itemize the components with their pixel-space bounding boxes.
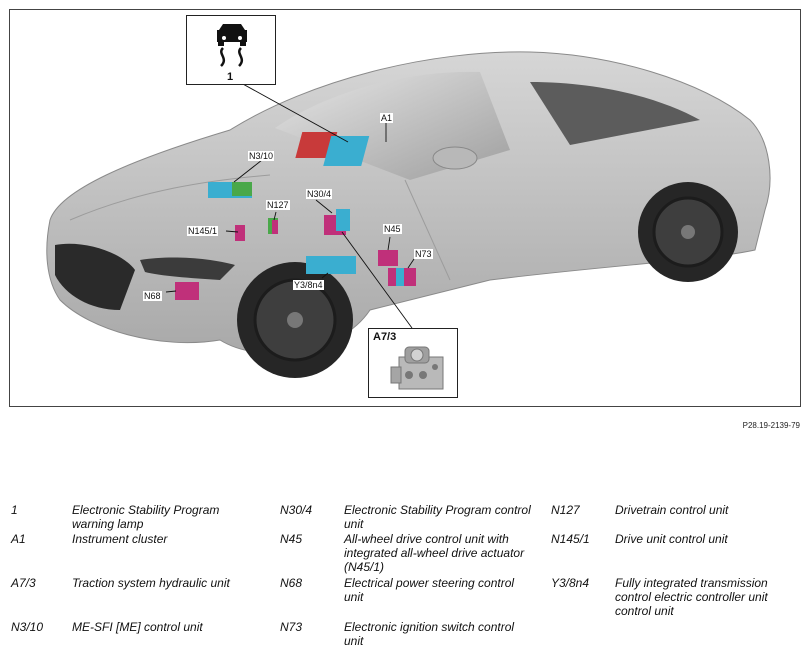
component-n68: [175, 282, 199, 300]
component-n45: [378, 250, 398, 266]
esp-skid-car-icon: [217, 24, 247, 67]
callout-n68: N68: [143, 291, 162, 301]
vehicle-figure: A1 N3/10 N30/4 N127 N145/1 N45 N73 N68 Y…: [9, 9, 801, 407]
car-illustration: [46, 51, 771, 378]
side-mirror: [432, 146, 478, 170]
legend-code: N127: [551, 503, 580, 517]
callout-n45: N45: [383, 224, 402, 234]
legend-code: 1: [11, 503, 18, 517]
callout-a1: A1: [380, 113, 394, 123]
component-n145-1: [235, 225, 245, 241]
legend-code: N145/1: [551, 532, 590, 546]
callout-n127: N127: [266, 200, 290, 210]
car-grille: [55, 243, 135, 310]
legend-code: A7/3: [11, 576, 36, 590]
warning-lamp-inset: 1: [186, 15, 276, 85]
callout-n3-10: N3/10: [248, 151, 275, 161]
legend-desc: Drivetrain control unit: [615, 503, 729, 517]
component-y3-8n4: [306, 256, 356, 274]
legend-desc: Electronic Stability Program control uni…: [344, 503, 531, 531]
legend-desc: Electronic Stability Program warning lam…: [72, 503, 220, 531]
legend-code: N45: [280, 532, 303, 546]
legend-desc: All-wheel drive control unit with integr…: [344, 532, 525, 574]
legend-desc: Traction system hydraulic unit: [72, 576, 230, 590]
callout-y3-8n4: Y3/8n4: [293, 280, 324, 290]
legend-code: Y3/8n4: [551, 576, 590, 590]
legend-desc: ME-SFI [ME] control unit: [72, 620, 203, 634]
legend-desc: Drive unit control unit: [615, 532, 728, 546]
legend-desc: Instrument cluster: [72, 532, 168, 546]
callout-n30-4: N30/4: [306, 189, 333, 199]
callout-1: 1: [227, 71, 234, 83]
legend-code: A1: [11, 532, 26, 546]
legend-code: N73: [280, 620, 303, 634]
legend-code: N30/4: [280, 503, 313, 517]
hydraulic-unit-icon: [390, 346, 444, 390]
figure-reference: P28.19-2139-79: [742, 421, 800, 430]
component-a1-red: [295, 132, 338, 158]
legend-desc: Electrical power steering control unit: [344, 576, 515, 604]
callout-a7-3: A7/3: [373, 331, 397, 343]
legend-desc: Fully integrated transmission control el…: [615, 576, 768, 618]
callout-n73: N73: [414, 249, 433, 259]
component-a1-cyan: [323, 136, 370, 166]
car-side-window: [530, 82, 700, 145]
legend-code: N68: [280, 576, 303, 590]
callout-n145-1: N145/1: [187, 226, 219, 236]
legend-code: N3/10: [11, 620, 44, 634]
legend-desc: Electronic ignition switch control unit: [344, 620, 515, 648]
car-headlight: [140, 257, 235, 280]
hydraulic-unit-inset: A7/3: [368, 328, 458, 398]
